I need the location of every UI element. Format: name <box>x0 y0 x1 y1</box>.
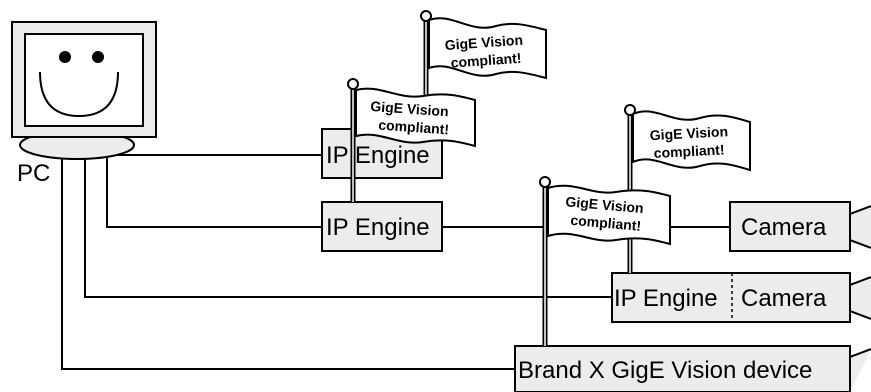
cable-ip-engine-2 <box>107 155 322 227</box>
ip-engine-1-label: IP Engine <box>326 142 430 169</box>
brand-x-device: Brand X GigE Vision device <box>515 346 871 392</box>
cable-ip-engine-1 <box>107 140 322 155</box>
ip-engine-camera-unit: IP Engine Camera <box>612 273 871 322</box>
pc-left-eye <box>59 51 71 63</box>
ip-engine-2-label: IP Engine <box>326 214 430 241</box>
camera-2-label: Camera <box>741 285 827 312</box>
pc-right-eye <box>92 51 104 63</box>
ip-engine-3-label: IP Engine <box>614 285 718 312</box>
cable-brand-x <box>62 138 515 369</box>
brand-x-label: Brand X GigE Vision device <box>518 357 812 384</box>
camera-1-label: Camera <box>741 214 827 241</box>
pc-screen <box>25 34 143 126</box>
camera-2-lens <box>850 277 871 319</box>
flag-2-finial <box>348 79 358 89</box>
pc-label: PC <box>17 160 50 187</box>
camera-1-lens <box>850 206 871 248</box>
ip-engine-2: IP Engine <box>322 202 442 251</box>
flag-4-finial <box>540 177 550 187</box>
camera-1: Camera <box>730 202 871 251</box>
brand-x-lens <box>850 349 871 392</box>
